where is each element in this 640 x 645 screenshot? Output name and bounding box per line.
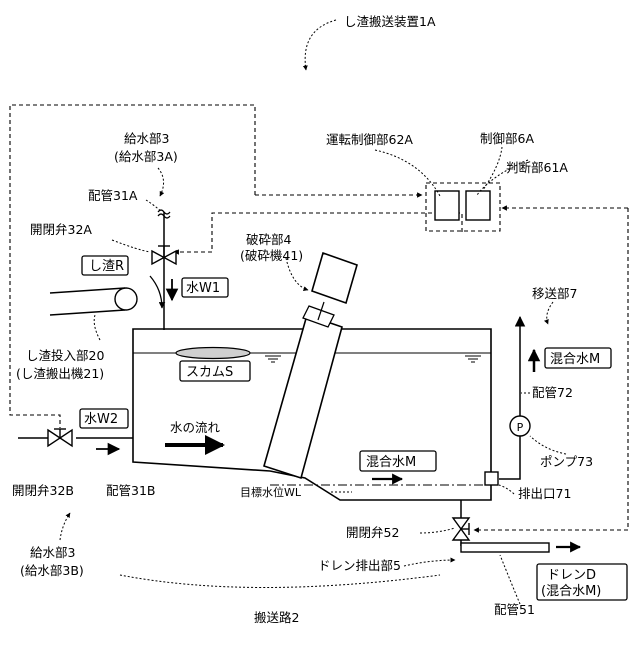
- pipe-31a-label: 配管31A: [88, 188, 138, 203]
- operation-control-unit: [435, 191, 459, 220]
- sludge-feed-arrow: [150, 276, 162, 308]
- scum-label: スカムS: [186, 365, 233, 380]
- scum-layer: [176, 348, 250, 359]
- crusher-label: 破砕部4: [246, 232, 292, 247]
- mixed-water-mid-label: 混合水M: [366, 455, 416, 470]
- water-supply-top-label: 給水部3: [124, 131, 169, 146]
- input-20-sub-label: (し渣搬出機21): [16, 366, 104, 381]
- valve-52-icon: [453, 518, 469, 540]
- water-flow-label: 水の流れ: [170, 420, 221, 435]
- control-6a-label: 制御部6A: [480, 131, 534, 146]
- water-supply-bottom-label: 給水部3: [30, 545, 75, 560]
- flow-arrows: [96, 276, 580, 547]
- apparatus-label: し渣搬送装置1A: [344, 14, 436, 29]
- valve-32b-label: 開閉弁32B: [12, 483, 74, 498]
- pipe-51: [461, 543, 549, 552]
- water-w2-label: 水W2: [84, 412, 118, 427]
- pump-mark: P: [517, 421, 524, 434]
- drain-d-sub-label: (混合水M): [541, 584, 601, 599]
- crusher-sub-label: (破砕機41): [240, 248, 303, 263]
- sludge-label: し渣R: [89, 259, 124, 274]
- pump-73-label: ポンプ73: [540, 454, 593, 469]
- crusher: [264, 253, 357, 478]
- pipe-72-label: 配管72: [532, 385, 573, 400]
- drain-5-label: ドレン排出部5: [318, 558, 401, 573]
- sludge-conveyor: [50, 288, 137, 315]
- mixed-water-top-label: 混合水M: [550, 352, 600, 367]
- target-level-label: 目標水位WL: [240, 485, 302, 499]
- signal-line-valve-32a: [174, 213, 462, 252]
- drain-d-label: ドレンD: [547, 568, 596, 583]
- pipe-72: [499, 317, 520, 479]
- water-supply-bottom-sub-label: (給水部3B): [20, 563, 84, 578]
- valve-32b-icon: [48, 429, 72, 446]
- outlet-71-label: 排出口71: [518, 486, 571, 501]
- outlet-71: [485, 472, 498, 485]
- transfer-7-label: 移送部7: [532, 286, 577, 301]
- pipe-31b-label: 配管31B: [106, 483, 155, 498]
- valve-32a-label: 開閉弁32A: [30, 222, 92, 237]
- input-20-label: し渣投入部20: [26, 348, 104, 363]
- pipe-51-label: 配管51: [494, 602, 535, 617]
- judgment-unit: [466, 191, 490, 220]
- judge-61a-label: 判断部61A: [506, 160, 568, 175]
- water-supply-top-sub-label: (給水部3A): [114, 149, 178, 164]
- valve-52-label: 開閉弁52: [346, 525, 399, 540]
- water-w1-label: 水W1: [186, 281, 220, 296]
- control-62a-label: 運転制御部62A: [326, 132, 413, 147]
- control-box: [426, 183, 500, 231]
- path-2-label: 搬送路2: [254, 610, 299, 625]
